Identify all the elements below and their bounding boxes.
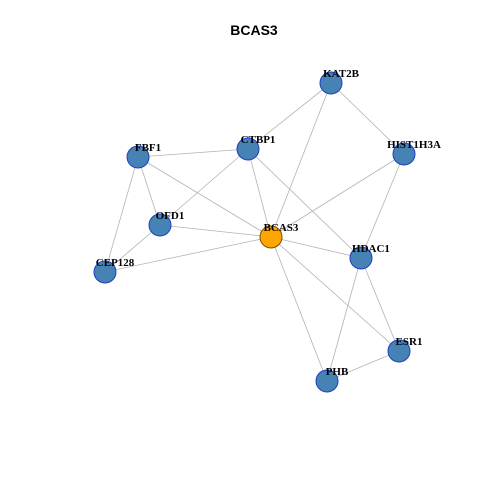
edge-hdac1-esr1 bbox=[360, 257, 400, 352]
node-ctbp1: CTBP1 bbox=[236, 134, 276, 161]
node-label-hdac1: HDAC1 bbox=[352, 243, 390, 255]
edge-bcas3-cep128 bbox=[104, 236, 272, 273]
node-label-ctbp1: CTBP1 bbox=[241, 134, 276, 146]
node-circle-esr1 bbox=[387, 339, 411, 363]
node-label-ofd1: OFD1 bbox=[156, 210, 185, 222]
edge-hist1h3a-hdac1 bbox=[360, 153, 405, 259]
node-label-hist1h3a: HIST1H3A bbox=[387, 139, 441, 151]
edge-bcas3-esr1 bbox=[270, 236, 400, 352]
node-circle-hist1h3a bbox=[392, 142, 416, 166]
edge-bcas3-fbf1 bbox=[137, 156, 272, 238]
edge-ctbp1-hdac1 bbox=[247, 148, 362, 259]
node-hist1h3a: HIST1H3A bbox=[387, 139, 441, 166]
node-circle-hdac1 bbox=[349, 246, 373, 270]
node-circle-phb bbox=[315, 369, 339, 393]
node-circle-ofd1 bbox=[148, 213, 172, 237]
edge-ofd1-cep128 bbox=[104, 224, 161, 273]
node-ofd1: OFD1 bbox=[148, 210, 185, 237]
node-label-cep128: CEP128 bbox=[96, 257, 135, 269]
graph-title: BCAS3 bbox=[230, 22, 278, 38]
edge-bcas3-ofd1 bbox=[159, 224, 272, 238]
edge-bcas3-hist1h3a bbox=[270, 153, 405, 238]
node-circle-ctbp1 bbox=[236, 137, 260, 161]
node-circle-cep128 bbox=[93, 260, 117, 284]
edge-kat2b-ctbp1 bbox=[247, 82, 332, 150]
edge-bcas3-kat2b bbox=[270, 82, 332, 238]
node-esr1: ESR1 bbox=[387, 336, 423, 363]
node-fbf1: FBF1 bbox=[126, 142, 161, 169]
edge-bcas3-hdac1 bbox=[270, 236, 362, 259]
node-label-esr1: ESR1 bbox=[396, 336, 423, 348]
node-label-kat2b: KAT2B bbox=[323, 68, 360, 80]
edge-bcas3-phb bbox=[270, 236, 328, 382]
edge-bcas3-ctbp1 bbox=[247, 148, 272, 238]
node-kat2b: KAT2B bbox=[319, 68, 360, 95]
node-hdac1: HDAC1 bbox=[349, 243, 390, 270]
node-label-phb: PHB bbox=[326, 366, 349, 378]
node-label-fbf1: FBF1 bbox=[135, 142, 161, 154]
node-circle-bcas3 bbox=[259, 225, 283, 249]
node-label-bcas3: BCAS3 bbox=[264, 222, 299, 234]
edge-fbf1-cep128 bbox=[104, 156, 139, 273]
node-cep128: CEP128 bbox=[93, 257, 135, 284]
node-circle-kat2b bbox=[319, 71, 343, 95]
edge-fbf1-ofd1 bbox=[137, 156, 161, 226]
node-bcas3: BCAS3 bbox=[259, 222, 299, 249]
edge-hdac1-phb bbox=[326, 257, 362, 382]
edge-layer bbox=[104, 82, 405, 382]
node-phb: PHB bbox=[315, 366, 349, 393]
edge-ctbp1-fbf1 bbox=[137, 148, 249, 158]
node-circle-fbf1 bbox=[126, 145, 150, 169]
edge-esr1-phb bbox=[326, 350, 400, 382]
edge-ctbp1-ofd1 bbox=[159, 148, 249, 226]
edge-kat2b-hist1h3a bbox=[330, 82, 405, 155]
